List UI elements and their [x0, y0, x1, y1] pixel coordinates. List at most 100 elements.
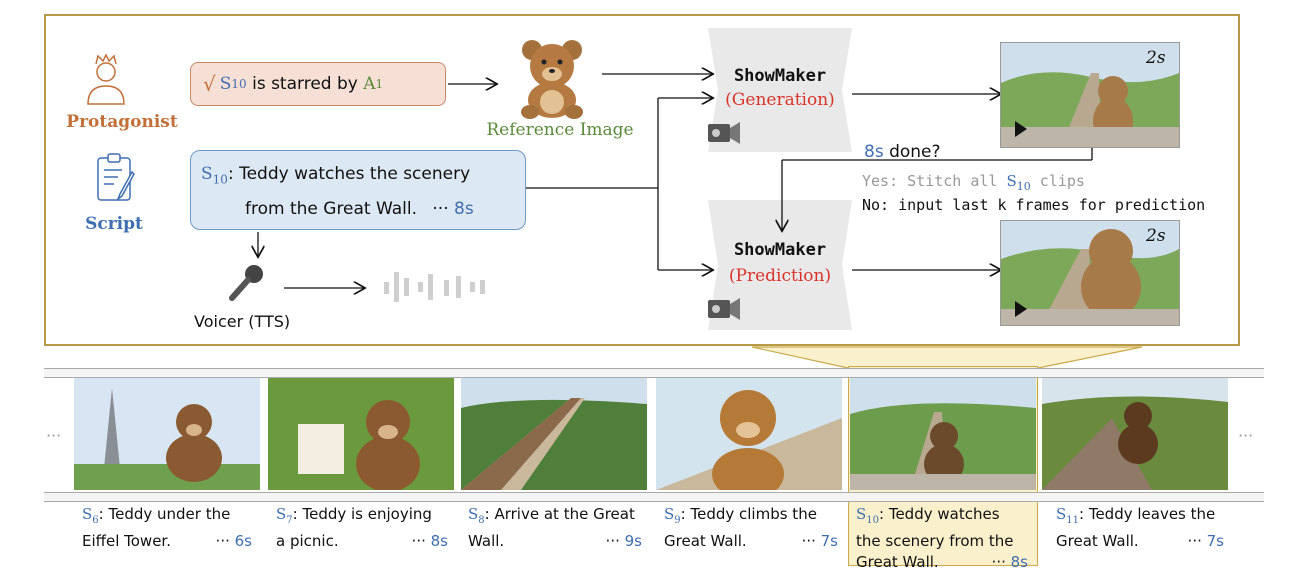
caption-scene-sub: 9 [674, 515, 681, 526]
great-wall-image [461, 378, 647, 490]
caption-scene: S [82, 505, 93, 523]
voicer-label: Voicer (TTS) [194, 312, 291, 331]
great-wall-scene-image [1001, 43, 1179, 147]
caption-scene-sub: 11 [1066, 515, 1080, 526]
showmaker-prediction-title: ShowMaker [733, 240, 827, 260]
showmaker-generation-block [708, 28, 852, 152]
caption-duration: 8s [430, 532, 448, 550]
camera-icon [708, 298, 740, 320]
scene-thumbnail [461, 378, 647, 490]
caption-scene-sub: 10 [866, 515, 880, 526]
no-branch-note: No: input last k frames for prediction [862, 196, 1206, 214]
caption-line-1: : Arrive at the Great [484, 505, 635, 523]
caption-line-2: the scenery from the [856, 532, 1014, 550]
leaving-teddy-image [1042, 378, 1228, 490]
caption-line-2: a picnic. [276, 532, 339, 550]
caption-scene-sub: 6 [92, 515, 99, 526]
caption-scene: S [1056, 505, 1067, 523]
script-ellipsis: ··· [432, 199, 449, 220]
script-line-1: : Teddy watches the scenery [227, 164, 471, 184]
caption-scene: S [856, 505, 867, 523]
teddy-bear-icon [521, 40, 583, 119]
caption-ellipsis: ··· [1187, 532, 1202, 550]
great-wall-scene-image [1001, 221, 1179, 325]
showmaker-generation-mode: (Generation) [725, 90, 835, 110]
person-icon [87, 54, 125, 105]
caption-line-2: Wall. [468, 532, 505, 550]
scenery-teddy-image [850, 378, 1036, 490]
starred-text: is starred by [246, 74, 364, 94]
scene-thumbnail [268, 378, 454, 490]
caption-line-2: Great Wall. [1056, 532, 1139, 550]
showmaker-generation-title: ShowMaker [733, 66, 827, 86]
caption-scene-sub: 7 [286, 515, 293, 526]
caption-ellipsis: ··· [801, 532, 816, 550]
generated-clip-frame [1000, 42, 1180, 148]
film-strip-bottom [44, 492, 1264, 502]
scene-caption: S11: Teddy leaves the Great Wall. ··· 7s [1056, 504, 1232, 552]
scene-subscript: 10 [231, 77, 247, 91]
connector-arrows [0, 0, 1093, 360]
protagonist-label: Protagonist [66, 112, 178, 132]
actor-symbol: A [363, 74, 376, 94]
caption-line-1: : Teddy watches [879, 505, 1000, 523]
play-icon [1015, 301, 1027, 317]
strip-left-ellipsis: ··· [46, 426, 62, 445]
scene-caption-highlighted: S10: Teddy watches the scenery from the … [856, 504, 1032, 573]
scene-caption: S8: Arrive at the Great Wall.··· 9s [468, 504, 644, 552]
scene-symbol: S [219, 74, 232, 94]
scene-caption: S9: Teddy climbs the Great Wall. ··· 7s [664, 504, 840, 552]
caption-line-2: Great Wall. [664, 532, 747, 550]
caption-duration: 7s [1206, 532, 1224, 550]
clip-duration-top: 2s [1146, 48, 1166, 68]
script-icon [97, 153, 135, 202]
caption-ellipsis: ··· [411, 532, 426, 550]
reference-image-label: Reference Image [486, 120, 634, 140]
eiffel-teddy-image [74, 378, 260, 490]
caption-duration: 7s [820, 532, 838, 550]
script-line-2: from the Great Wall. [245, 199, 417, 220]
question-text: done? [883, 142, 941, 162]
camera-icon [708, 122, 740, 144]
climbing-teddy-image [656, 378, 842, 490]
caption-line-1: : Teddy climbs the [680, 505, 817, 523]
yes-branch-note: Yes: Stitch all S10 clips [862, 172, 1085, 193]
scene-thumbnail [74, 378, 260, 490]
caption-ellipsis: ··· [605, 532, 620, 550]
showmaker-prediction-mode: (Prediction) [728, 266, 832, 286]
picnic-teddy-image [268, 378, 454, 490]
strip-right-ellipsis: ··· [1238, 426, 1254, 445]
play-icon [1015, 121, 1027, 137]
caption-duration: 6s [234, 532, 252, 550]
scene-symbol: S [201, 164, 213, 184]
caption-ellipsis: ··· [991, 553, 1006, 571]
done-question: 8s done? [864, 142, 941, 162]
caption-scene-sub: 8 [478, 515, 485, 526]
caption-scene: S [664, 505, 675, 523]
showmaker-prediction-block [708, 200, 852, 330]
caption-line-1: : Teddy leaves the [1079, 505, 1216, 523]
actor-subscript: 1 [375, 77, 384, 91]
yes-prefix: Yes: Stitch all [862, 172, 1007, 190]
script-scene-box: S10: Teddy watches the scenery from the … [190, 150, 526, 230]
scene-subscript: 10 [212, 172, 228, 187]
caption-line-1: : Teddy is enjoying [292, 505, 432, 523]
microphone-icon [229, 265, 263, 301]
predicted-clip-frame [1000, 220, 1180, 326]
script-duration: 8s [454, 199, 474, 220]
check-mark: √ [203, 72, 216, 96]
audio-waveform-icon [384, 272, 485, 302]
scene-caption: S6: Teddy under the Eiffel Tower.··· 6s [82, 504, 258, 552]
scene-caption: S7: Teddy is enjoying a picnic.··· 8s [276, 504, 452, 552]
yes-scene: S [1006, 172, 1017, 190]
caption-line-2: Eiffel Tower. [82, 532, 171, 550]
scene-thumbnail [656, 378, 842, 490]
film-strip-top [44, 368, 1264, 378]
caption-duration: 8s [1010, 553, 1028, 571]
yes-scene-sub: 10 [1016, 180, 1031, 193]
scene-thumbnail [850, 378, 1036, 490]
question-duration: 8s [864, 142, 884, 162]
script-label: Script [85, 214, 143, 234]
caption-ellipsis: ··· [215, 532, 230, 550]
